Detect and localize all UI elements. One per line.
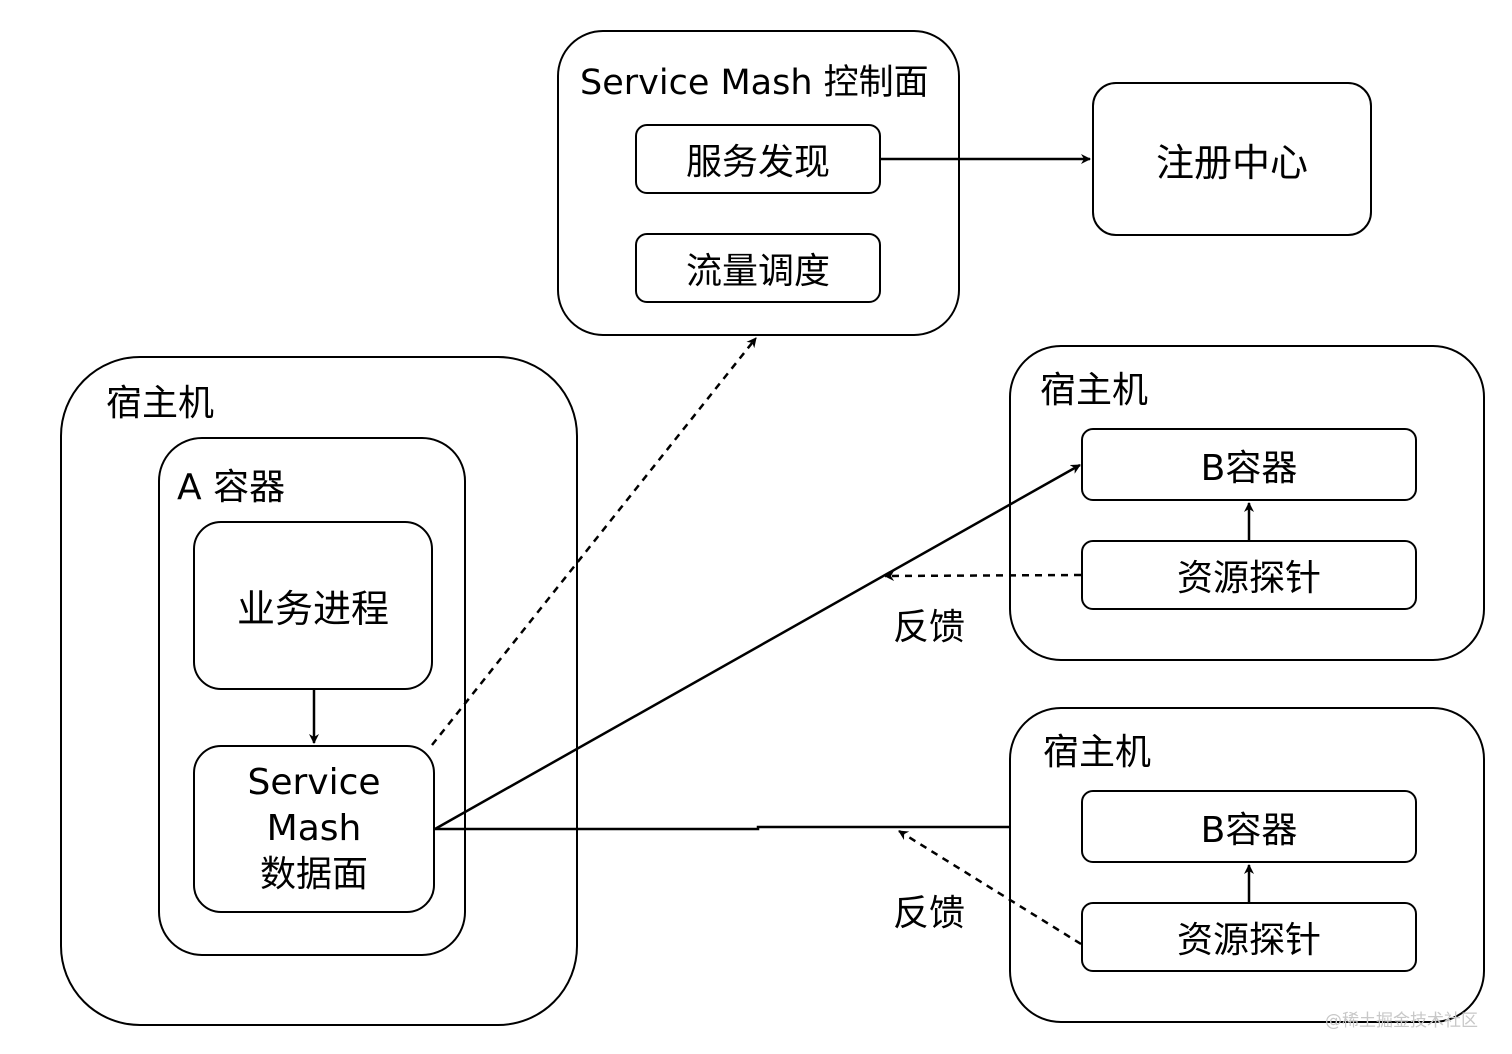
probe-b1-box: 资源探针 — [1081, 540, 1417, 610]
business-process-label: 业务进程 — [236, 587, 389, 631]
container-b2-box: B容器 — [1081, 790, 1417, 863]
probe-b1-label: 资源探针 — [1176, 558, 1321, 599]
arrow-dataplane-to-control — [431, 337, 757, 746]
arrow-dataplane-to-b1 — [434, 463, 1081, 831]
arrow-feedback-b2 — [898, 829, 1082, 946]
registry-label: 注册中心 — [1155, 140, 1308, 185]
host-a-title: 宿主机 — [106, 383, 215, 424]
data-plane-label-line3: 数据面 — [259, 854, 368, 895]
feedback-label-1: 反馈 — [893, 607, 966, 648]
probe-b2-label: 资源探针 — [1176, 920, 1321, 961]
container-b1-label: B容器 — [1200, 447, 1298, 489]
registry-box: 注册中心 — [1092, 82, 1372, 236]
container-a-title: A 容器 — [177, 467, 286, 508]
data-plane-label-line1: Service — [247, 762, 381, 803]
line-dataplane-to-b2 — [435, 825, 1009, 831]
service-discovery-box: 服务发现 — [635, 124, 881, 194]
service-discovery-label: 服务发现 — [685, 142, 830, 183]
feedback-label-2: 反馈 — [893, 893, 966, 934]
arrow-feedback-b1 — [884, 570, 1082, 581]
data-plane-box: Service Mash 数据面 — [193, 745, 435, 913]
traffic-scheduling-label: 流量调度 — [685, 251, 830, 292]
control-plane-title: Service Mash 控制面 — [580, 63, 929, 103]
data-plane-label-line2: Mash — [266, 808, 362, 849]
probe-b2-box: 资源探针 — [1081, 902, 1417, 972]
container-b1-box: B容器 — [1081, 428, 1417, 501]
host-b1-title: 宿主机 — [1040, 370, 1149, 411]
watermark: @稀土掘金技术社区 — [1325, 1011, 1478, 1031]
traffic-scheduling-box: 流量调度 — [635, 233, 881, 303]
container-b2-label: B容器 — [1200, 809, 1298, 851]
host-b2-title: 宿主机 — [1043, 732, 1152, 773]
business-process-box: 业务进程 — [193, 521, 433, 690]
